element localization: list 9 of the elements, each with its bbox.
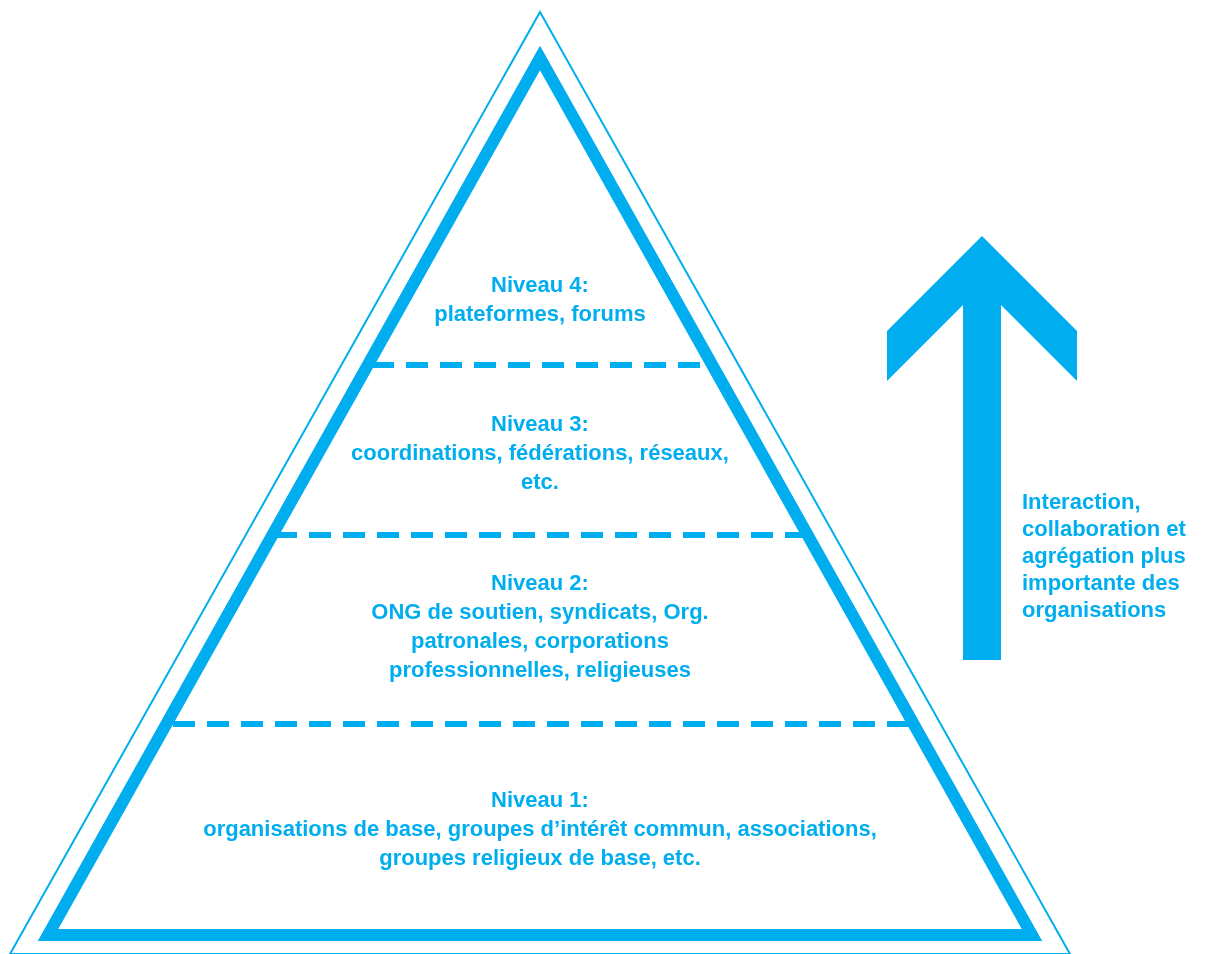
level-heading: Niveau 1:	[490, 786, 590, 814]
level-description: coordinations, fédérations, réseaux, etc.	[350, 439, 730, 496]
level-description: plateformes, forums	[433, 300, 647, 328]
level-heading: Niveau 3:	[490, 410, 590, 438]
level-description: organisations de base, groupes d’intérêt commun, associations, groupes religieux de base, etc.	[202, 815, 878, 872]
level-heading: Niveau 4:	[490, 271, 590, 299]
arrow-caption: Interaction, collaboration et agrégation plus importante des organisations	[1022, 488, 1187, 623]
level-heading: Niveau 2:	[490, 569, 590, 597]
level-description: ONG de soutien, syndicats, Org. patronales, corporations professionnelles, religieuses	[370, 598, 710, 684]
